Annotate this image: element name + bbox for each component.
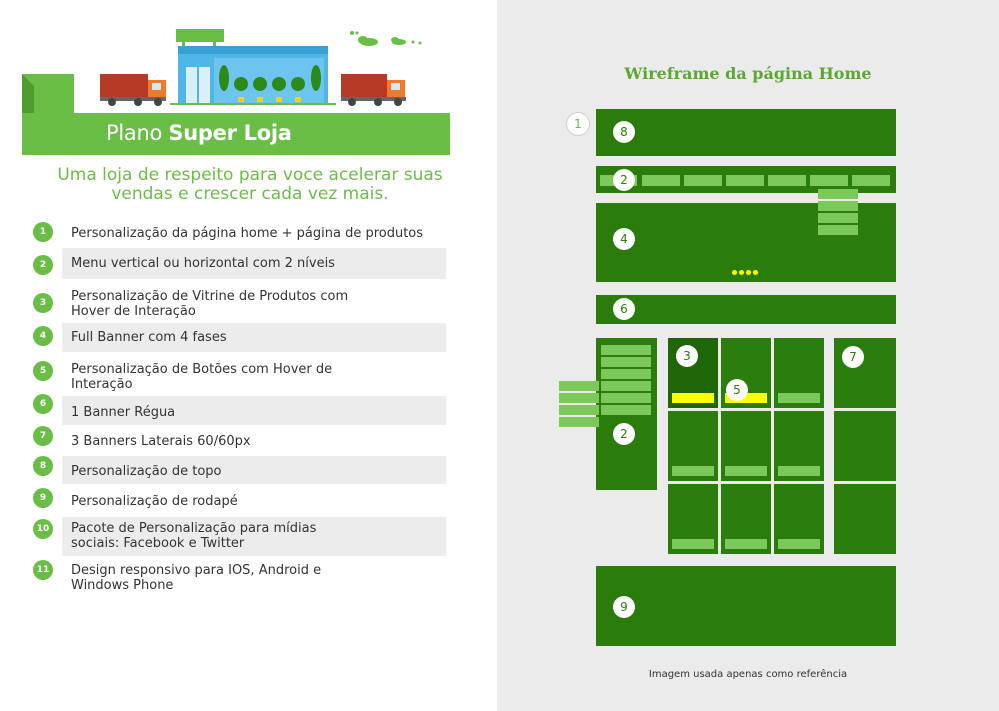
feature-item: 9 Personalização de rodapé [30,486,446,516]
feature-item: 1 Personalização da página home + página… [30,219,446,247]
feature-text: Personalização de Botões com Hover de In… [71,362,333,392]
product-button [672,466,714,476]
feature-item: 7 3 Banners Laterais 60/60px [30,426,446,456]
side-banner [834,411,896,481]
dropdown-item [818,213,858,223]
cloud-icon [350,31,422,46]
feature-number: 4 [33,326,53,346]
banner-dot [746,270,751,275]
feature-item: 4 Full Banner com 4 fases [30,323,446,352]
truck-icon [341,74,406,106]
product-button [725,539,767,549]
feature-number: 2 [33,255,53,275]
marker-2: 2 [613,169,635,191]
vmenu-item [601,381,651,391]
marker-5: 5 [726,379,748,401]
header-block [596,109,896,156]
product-button-hover [672,393,714,403]
banner-dot [732,270,737,275]
ruler-banner [596,295,896,324]
side-banner [834,338,896,408]
feature-item: 8 Personalização de topo [30,456,446,484]
marker-1: 1 [567,113,589,135]
product-button [778,466,820,476]
feature-number: 3 [33,293,53,313]
feature-number: 6 [33,394,53,414]
feature-text: Full Banner com 4 fases [71,330,227,345]
feature-text: Personalização de topo [71,464,222,479]
feature-item: 10 Pacote de Personalização para mídias … [30,517,446,556]
menu-item [642,175,680,186]
feature-text: 3 Banners Laterais 60/60px [71,434,251,449]
feature-number: 1 [33,222,53,242]
menu-item [810,175,848,186]
vmenu-item [601,369,651,379]
feature-number: 9 [33,488,53,508]
plan-subtitle: Uma loja de respeito para voce acelerar … [57,165,443,204]
vmenu-item [601,345,651,355]
product-button [778,393,820,403]
feature-text: Personalização de rodapé [71,494,238,509]
vmenu-item [601,393,651,403]
feature-text: Personalização de Vitrine de Produtos co… [71,289,349,319]
feature-text: 1 Banner Régua [71,405,176,420]
marker-7: 7 [842,346,864,368]
product-button [672,539,714,549]
submenu-item [559,381,599,391]
vmenu-item [601,357,651,367]
side-banner [834,484,896,554]
footer-block [596,566,896,646]
plan-title: Plano Super Loja [106,121,292,145]
feature-text: Design responsivo para IOS, Android e Wi… [71,563,322,593]
plan-banner [22,113,450,155]
submenu-item [559,405,599,415]
feature-number: 11 [33,560,53,580]
feature-item: 2 Menu vertical ou horizontal com 2 níve… [30,248,446,279]
dropdown-item [818,189,858,199]
marker-8: 8 [613,121,635,143]
marker-6: 6 [613,298,635,320]
menu-item [684,175,722,186]
wireframe-panel: Wireframe da página Home 1 8 2 4 6 2 [497,0,999,711]
product-button [778,539,820,549]
feature-item: 6 1 Banner Régua [30,394,446,425]
wireframe-title: Wireframe da página Home [624,64,872,83]
vmenu-item [601,405,651,415]
feature-text: Pacote de Personalização para mídias soc… [71,521,317,551]
marker-9: 9 [613,596,635,618]
marker-2: 2 [613,423,635,445]
feature-text: Personalização da página home + página d… [71,226,424,241]
menu-item [852,175,890,186]
feature-number: 5 [33,361,53,381]
product-button [725,466,767,476]
banner-dot [753,270,758,275]
feature-item: 5 Personalização de Botões com Hover de … [30,359,446,395]
submenu-item [559,417,599,427]
menu-item [768,175,806,186]
submenu-item [559,393,599,403]
plan-panel: Plano Super Loja Uma loja de respeito pa… [0,0,497,711]
plan-title-bold: Super Loja [168,121,292,145]
dropdown-item [818,201,858,211]
truck-icon [100,74,166,106]
banner-dot [739,270,744,275]
feature-number: 8 [33,456,53,476]
marker-4: 4 [613,228,635,250]
store-illustration [22,29,422,155]
dropdown-item [818,225,858,235]
feature-number: 7 [33,426,53,446]
footnote: Imagem usada apenas como referência [648,669,848,680]
menu-item [726,175,764,186]
feature-text: Menu vertical ou horizontal com 2 níveis [71,256,335,271]
product-button-hover [725,393,767,403]
feature-item: 11 Design responsivo para IOS, Android e… [30,560,446,596]
marker-3: 3 [676,345,698,367]
feature-item: 3 Personalização de Vitrine de Produtos … [30,285,446,321]
plan-title-light: Plano [106,121,163,145]
feature-number: 10 [33,519,53,539]
